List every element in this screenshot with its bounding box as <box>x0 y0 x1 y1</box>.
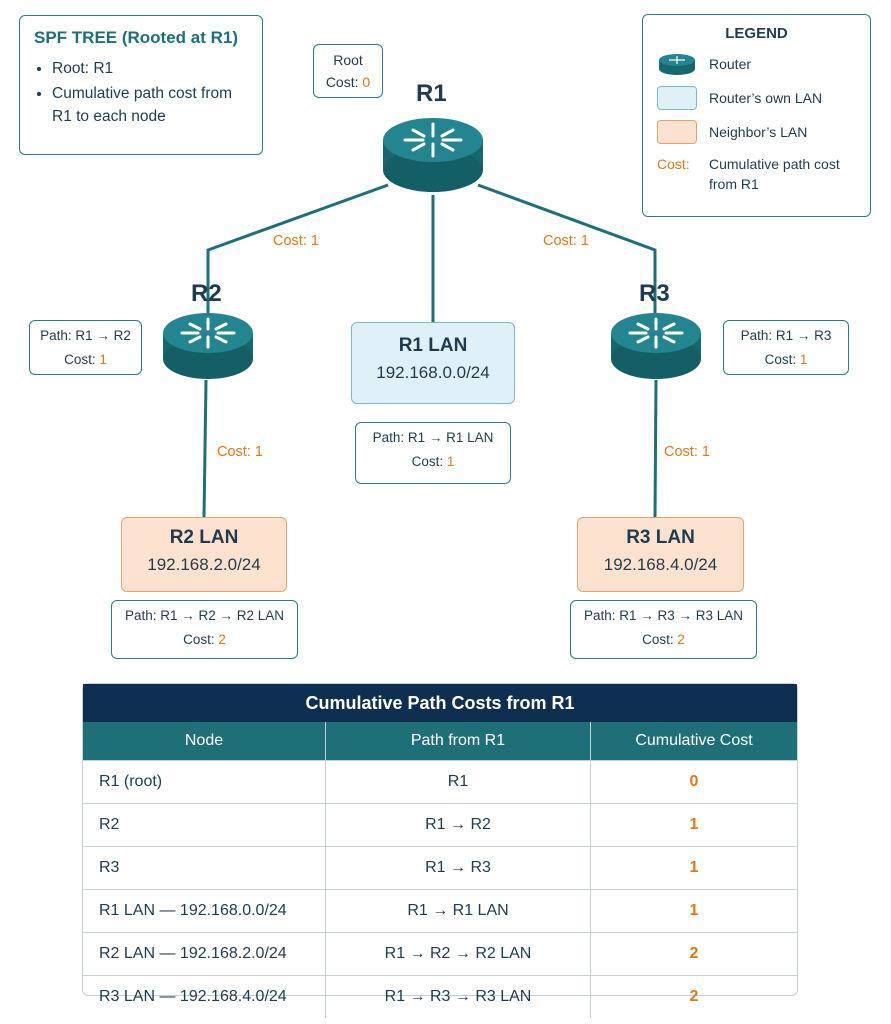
neighbor-lan-swatch <box>657 120 697 144</box>
cell-node: R3 LAN — 192.168.4.0/24 <box>83 975 326 1018</box>
table-row: R2 LAN — 192.168.2.0/24 R1 → R2 → R2 LAN… <box>83 932 797 976</box>
r3-lan-name: R3 LAN <box>626 527 695 548</box>
path-r1-lan-text: Path: R1 → R1 LAN <box>372 430 494 445</box>
router-r2-icon <box>163 313 253 379</box>
cost-table-panel: Cumulative Path Costs from R1 Node Path … <box>82 683 798 1018</box>
cost-r1-r3: Cost: 1 <box>543 233 589 249</box>
path-r3-cost-label: Cost: <box>764 352 797 367</box>
legend-neighbor-lan-label: Neighbor’s LAN <box>709 124 808 140</box>
cost-r2-lan: Cost: 1 <box>217 444 263 460</box>
path-r2-cost: 1 <box>99 352 107 367</box>
summary-list: Root: R1 Cumulative path cost from R1 to… <box>34 57 248 128</box>
cell-node: R2 LAN — 192.168.2.0/24 <box>83 932 326 976</box>
link-r1-r2 <box>206 183 389 318</box>
router-r3-icon <box>611 313 701 379</box>
root-cost-box: Root Cost: 0 <box>313 44 383 98</box>
path-box-r2-lan: Path: R1 → R2 → R2 LAN Cost: 2 <box>111 600 298 659</box>
table-header-row: Node Path from R1 Cumulative Cost <box>83 722 797 761</box>
cell-cost: 2 <box>590 975 797 1018</box>
router-r1-label: R1 <box>416 80 447 107</box>
cell-path: R1 → R1 LAN <box>325 889 591 933</box>
header-cost: Cumulative Cost <box>590 722 797 761</box>
path-r1-lan-cost: 1 <box>446 454 455 469</box>
cell-path: R1 → R2 → R2 LAN <box>325 932 591 976</box>
legend-router-label: Router <box>709 56 752 72</box>
cell-cost: 1 <box>590 889 797 933</box>
r1-lan-name: R1 LAN <box>398 335 468 356</box>
legend-own-lan-row: Router’s own LAN <box>657 86 856 110</box>
legend-router-row: Router <box>657 52 856 76</box>
cell-path: R1 → R2 <box>325 803 591 847</box>
legend-box: LEGEND Router Router’s own LAN Neighbor’… <box>642 14 871 217</box>
legend-cost-key: Cost: <box>657 156 690 172</box>
cell-cost: 2 <box>590 932 797 976</box>
path-r2-text: Path: R1 → R2 <box>40 328 131 343</box>
cell-cost: 0 <box>590 760 797 804</box>
cell-path: R1 → R3 <box>325 846 591 890</box>
cell-cost: 1 <box>590 803 797 847</box>
r3-lan-network: 192.168.4.0/24 <box>603 555 718 574</box>
legend-neighbor-lan-row: Neighbor’s LAN <box>657 120 856 144</box>
path-r3-lan-cost-label: Cost: <box>642 632 674 647</box>
cell-node: R3 <box>83 846 326 890</box>
link-r2-r2lan <box>202 379 208 519</box>
r2-lan-name: R2 LAN <box>169 527 239 548</box>
path-box-r3: Path: R1 → R3 Cost: 1 <box>723 320 849 375</box>
cell-node: R1 (root) <box>83 760 326 804</box>
table-row: R3 LAN — 192.168.4.0/24 R1 → R3 → R3 LAN… <box>83 975 797 1018</box>
path-r2-cost-label: Cost: <box>64 352 96 367</box>
cost-table-title: Cumulative Path Costs from R1 <box>83 684 797 722</box>
cost-r1-r2: Cost: 1 <box>273 233 319 249</box>
path-r3-text: Path: R1 → R3 <box>740 328 832 343</box>
cost-table: Node Path from R1 Cumulative Cost R1 (ro… <box>83 722 797 1018</box>
summary-bullet-cost: Cumulative path cost from R1 to each nod… <box>52 82 248 128</box>
legend-title: LEGEND <box>725 25 788 42</box>
cell-node: R2 <box>83 803 326 847</box>
path-box-r3-lan: Path: R1 → R3 → R3 LAN Cost: 2 <box>570 600 757 659</box>
link-r1-r3 <box>477 183 657 318</box>
path-box-r2: Path: R1 → R2 Cost: 1 <box>29 320 142 375</box>
header-node: Node <box>83 722 326 761</box>
r1-lan-box: R1 LAN 192.168.0.0/24 <box>351 322 515 404</box>
legend-cost-row: Cost: Cumulative path cost from R1 <box>657 154 856 194</box>
cell-path: R1 → R3 → R3 LAN <box>325 975 591 1018</box>
router-r3-label: R3 <box>639 280 670 307</box>
router-icon <box>659 54 695 75</box>
legend-cost-desc: Cumulative path cost from R1 <box>709 156 840 192</box>
root-cost-value: 0 <box>362 74 371 90</box>
table-row: R1 LAN — 192.168.0.0/24 R1 → R1 LAN 1 <box>83 889 797 933</box>
table-row: R3 R1 → R3 1 <box>83 846 797 890</box>
summary-bullet-root: Root: R1 <box>52 57 248 80</box>
path-r3-lan-text: Path: R1 → R3 → R3 LAN <box>583 608 744 623</box>
cost-r3-lan: Cost: 1 <box>664 444 710 460</box>
router-r2-label: R2 <box>191 280 222 307</box>
router-r1-icon <box>383 118 483 192</box>
table-row: R1 (root) R1 0 <box>83 760 797 804</box>
header-path: Path from R1 <box>325 722 591 761</box>
r1-lan-network: 192.168.0.0/24 <box>376 363 490 382</box>
cell-cost: 1 <box>590 846 797 890</box>
path-r2-lan-cost: 2 <box>218 632 226 647</box>
path-r2-lan-cost-label: Cost: <box>183 632 215 647</box>
table-row: R2 R1 → R2 1 <box>83 803 797 847</box>
r3-lan-box: R3 LAN 192.168.4.0/24 <box>577 517 744 592</box>
root-label: Root <box>333 52 363 68</box>
cell-path: R1 <box>325 760 591 804</box>
r2-lan-network: 192.168.2.0/24 <box>147 555 261 574</box>
legend-own-lan-label: Router’s own LAN <box>709 90 823 106</box>
cell-node: R1 LAN — 192.168.0.0/24 <box>83 889 326 933</box>
r2-lan-box: R2 LAN 192.168.2.0/24 <box>121 517 287 592</box>
own-lan-swatch <box>657 86 697 110</box>
spf-summary-box: SPF TREE (Rooted at R1) Root: R1 Cumulat… <box>19 15 263 155</box>
path-r3-cost: 1 <box>799 352 808 367</box>
path-box-r1-lan: Path: R1 → R1 LAN Cost: 1 <box>355 422 511 484</box>
path-r3-lan-cost: 2 <box>677 632 685 647</box>
path-r2-lan-text: Path: R1 → R2 → R2 LAN <box>124 608 285 623</box>
path-r1-lan-cost-label: Cost: <box>411 454 444 469</box>
root-cost-label: Cost: <box>325 74 359 90</box>
link-r3-r3lan <box>653 379 658 519</box>
summary-title: SPF TREE (Rooted at R1) <box>34 28 239 47</box>
